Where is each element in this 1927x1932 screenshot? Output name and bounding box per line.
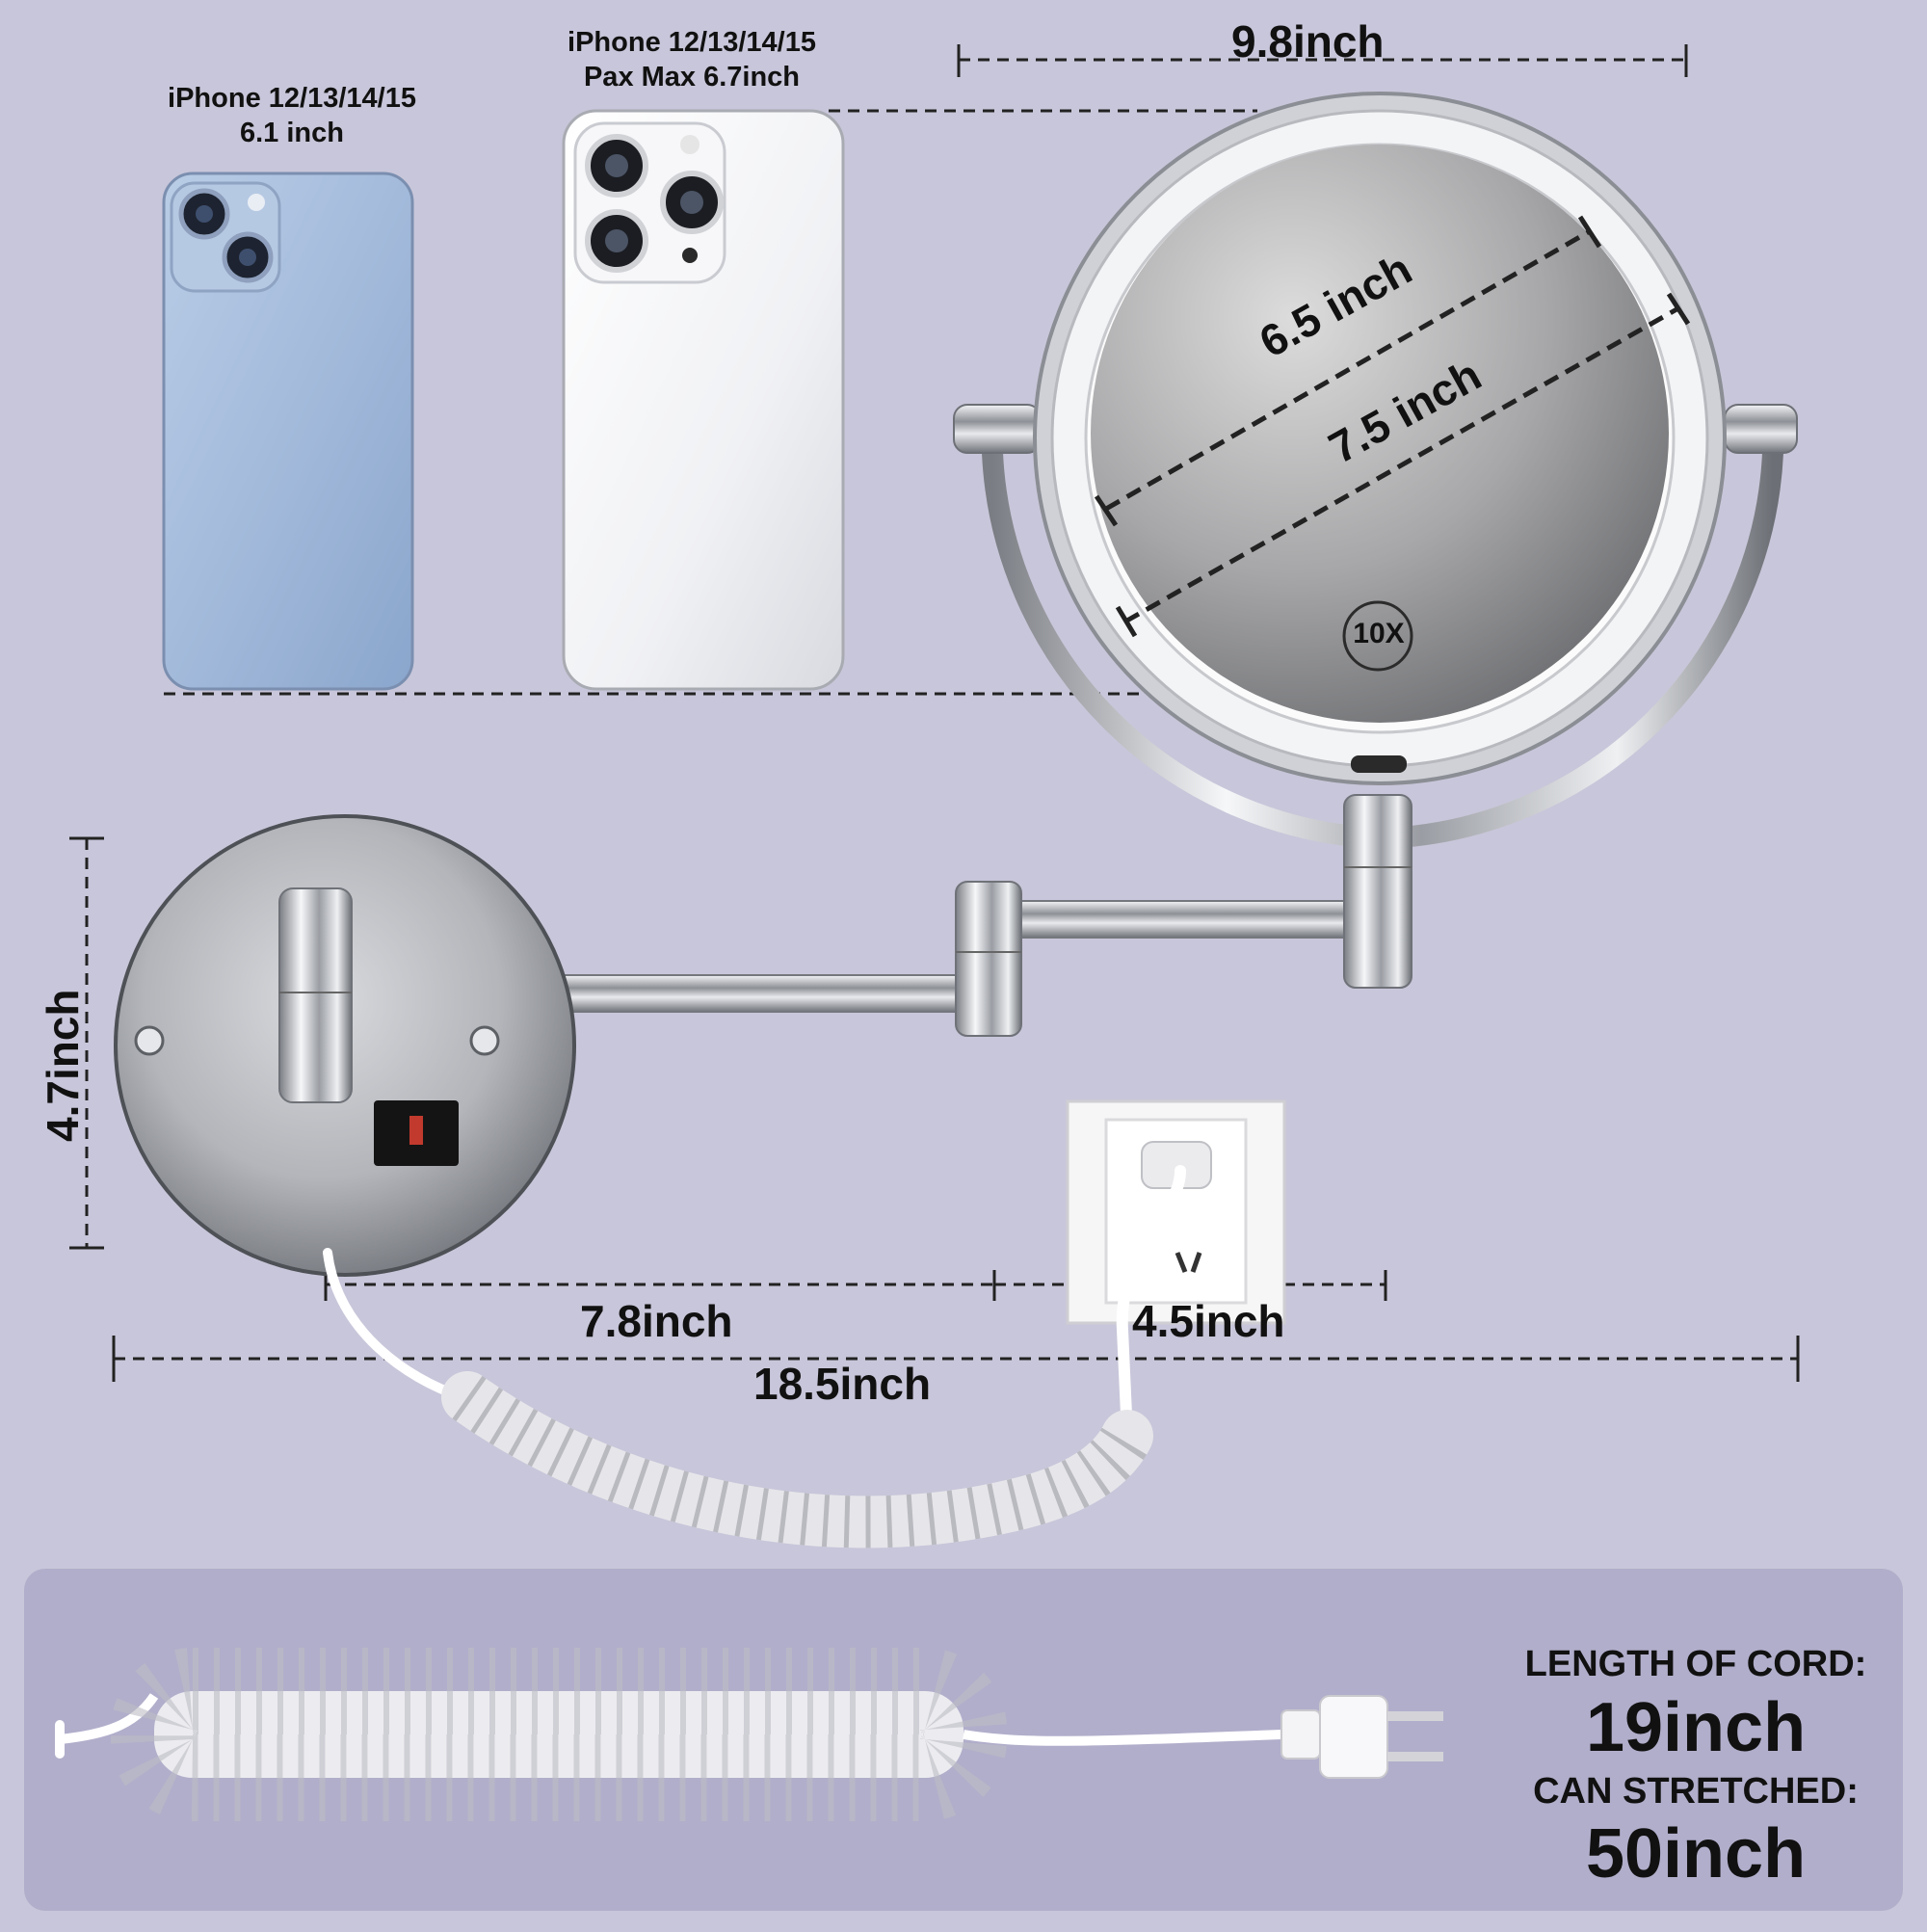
cord-length-label: LENGTH OF CORD: [1524,1644,1867,1684]
mirror-illustration [953,92,1798,850]
phone-large-model: iPhone 12/13/14/15 [568,27,816,58]
iphone-6-7-illustration [562,109,845,691]
magnification-badge: 10X [1353,618,1405,649]
phone-large-caption: iPhone 12/13/14/15 Pax Max 6.7inch [528,25,856,94]
cord-stretch-value: 50inch [1585,1815,1807,1892]
dimension-endcaps [69,44,1800,1382]
wall-outlet-illustration [1066,1099,1286,1325]
arm-segment-1-label: 7.8inch [580,1296,733,1346]
cord-stretch-label: CAN STRETCHED: [1533,1771,1859,1812]
phone-small-caption: iPhone 12/13/14/15 6.1 inch [128,81,456,150]
base-height-label: 4.7inch [38,989,88,1142]
total-extension-label: 18.5inch [753,1359,932,1409]
phone-small-size: 6.1 inch [240,118,344,148]
wall-plate-illustration [114,814,576,1277]
arm-illustration [341,794,1412,1037]
phone-small-model: iPhone 12/13/14/15 [168,83,416,114]
mirror-outer-width-label: 9.8inch [1231,16,1385,66]
coiled-cord-illustration [323,1165,1186,1548]
cord-length-value: 19inch [1585,1689,1807,1766]
iphone-6-1-illustration [162,172,414,691]
phone-large-size: Pax Max 6.7inch [583,62,801,93]
cord-product-illustration [24,1569,1903,1911]
arm-segment-2-label: 4.5inch [1132,1296,1285,1346]
